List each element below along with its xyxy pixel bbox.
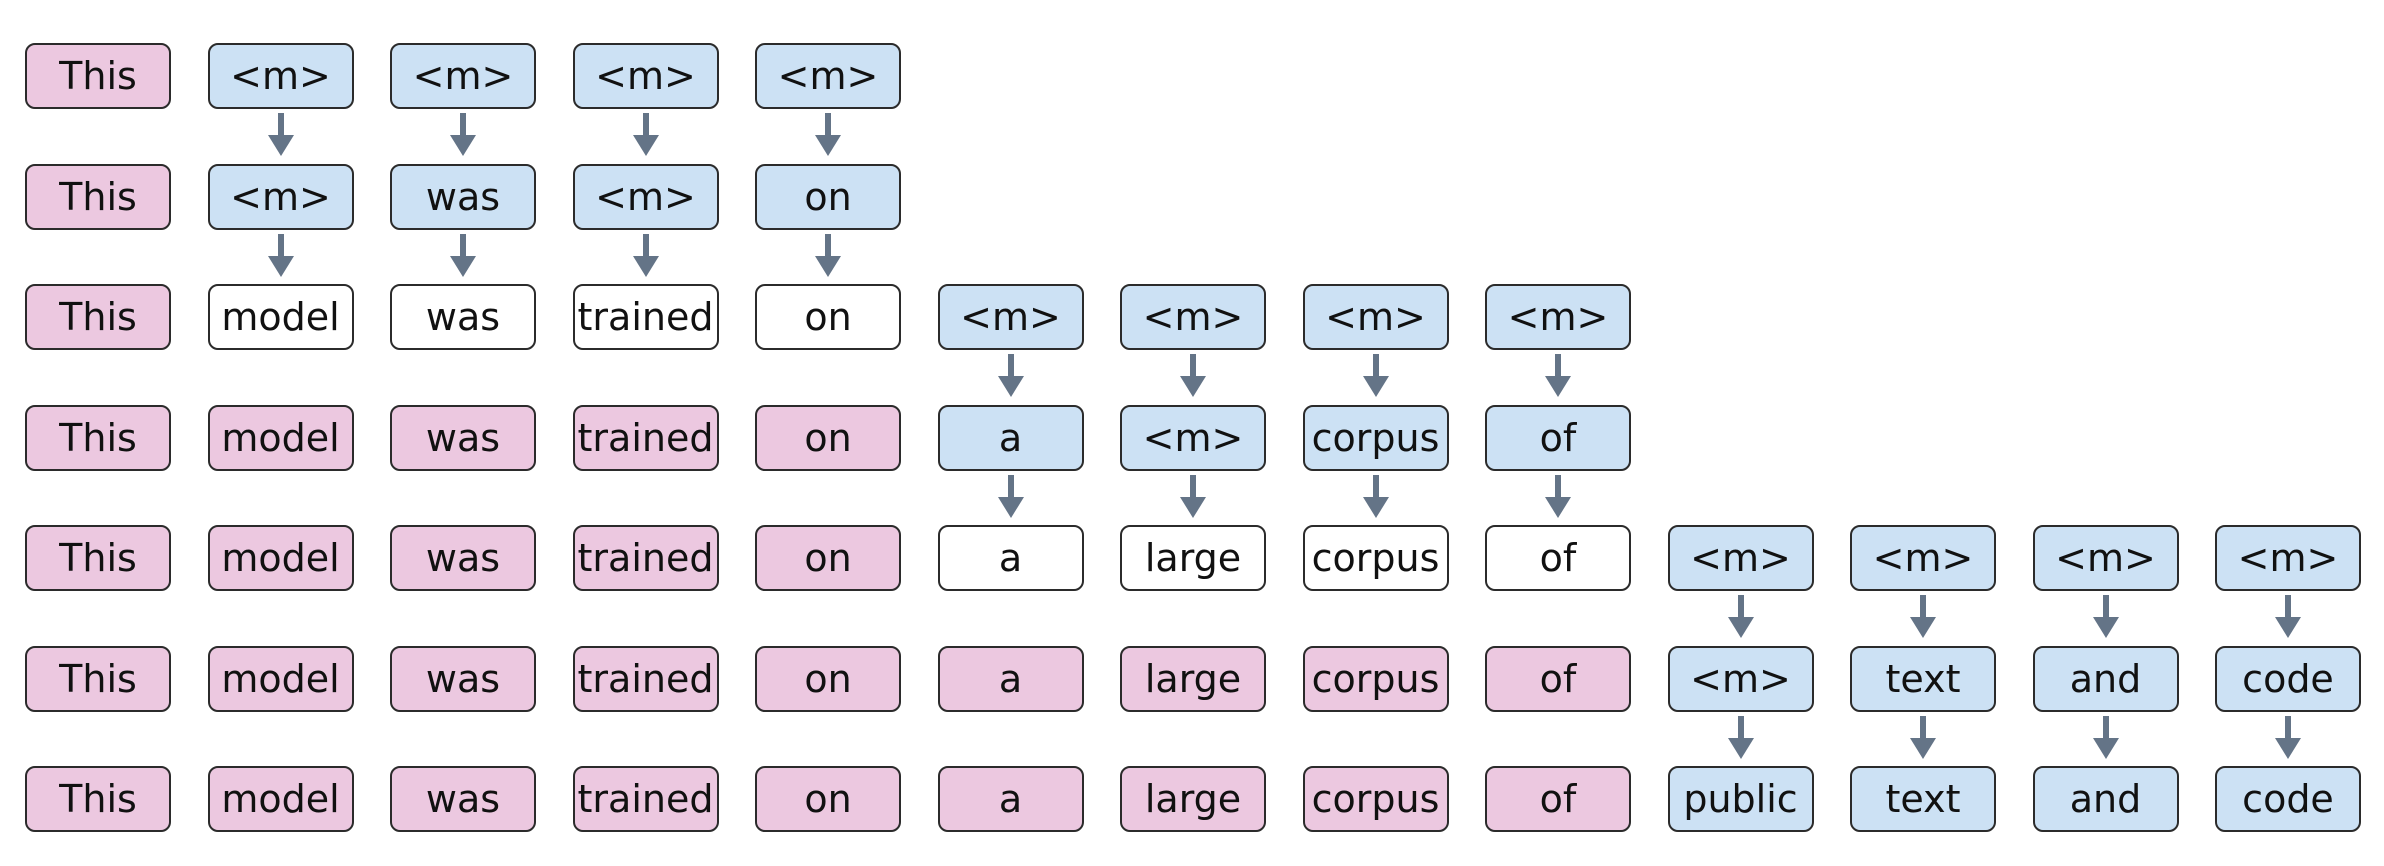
token-prompt-r6-c3: trained [572,766,719,832]
token-prompt-r5-c6: large [1120,645,1266,712]
token-prompt-r6-c1: model [207,766,354,832]
token-prompt-r3-c4: on [755,404,901,471]
down-arrow-icon [267,233,295,278]
down-arrow-icon [2092,595,2120,639]
token-masked-r5-c11: and [2032,645,2179,712]
token-masked-r5-c10: text [1850,645,1996,712]
token-prompt-r3-c3: trained [572,404,719,471]
token-prompt-r5-c8: of [1485,645,1631,712]
token-masked-r6-c12: code [2215,766,2361,832]
token-masked-r1-c2: was [390,163,536,230]
token-prompt-r3-c1: model [207,404,354,471]
token-fixed-r4-c8: of [1485,525,1631,591]
token-masked-r0-c4: <m> [755,43,901,109]
down-arrow-icon [1909,715,1937,760]
down-arrow-icon [997,474,1025,519]
token-prompt-r4-c4: on [755,525,901,591]
down-arrow-icon [449,113,477,157]
down-arrow-icon [1362,354,1390,398]
token-prompt-r6-c4: on [755,766,901,832]
token-masked-r0-c1: <m> [207,43,354,109]
token-prompt-r6-c5: a [937,766,1084,832]
token-fixed-r2-c2: was [390,284,536,350]
down-arrow-icon [632,113,660,157]
token-masked-r4-c9: <m> [1667,525,1814,591]
token-prompt-r6-c7: corpus [1302,766,1449,832]
token-fixed-r2-c4: on [755,284,901,350]
token-prompt-r6-c8: of [1485,766,1631,832]
down-arrow-icon [814,113,842,157]
token-prompt-r3-c0: This [25,404,171,471]
token-prompt-r4-c2: was [390,525,536,591]
token-masked-r4-c10: <m> [1850,525,1996,591]
token-masked-r2-c8: <m> [1485,284,1631,350]
token-masked-r0-c3: <m> [572,43,719,109]
token-fixed-r2-c3: trained [572,284,719,350]
token-masked-r5-c12: code [2215,645,2361,712]
token-prompt-r2-c0: This [25,284,171,350]
token-prompt-r5-c0: This [25,645,171,712]
down-arrow-icon [997,354,1025,398]
token-masked-r3-c5: a [937,404,1084,471]
token-masked-r3-c8: of [1485,404,1631,471]
token-prompt-r5-c4: on [755,645,901,712]
token-prompt-r4-c0: This [25,525,171,591]
token-masked-r4-c11: <m> [2032,525,2179,591]
token-masked-r1-c3: <m> [572,163,719,230]
token-masked-r6-c10: text [1850,766,1996,832]
token-masked-r2-c5: <m> [937,284,1084,350]
token-fixed-r4-c7: corpus [1302,525,1449,591]
token-prompt-r6-c0: This [25,766,171,832]
token-masked-r2-c7: <m> [1302,284,1449,350]
down-arrow-icon [1179,354,1207,398]
token-masked-r2-c6: <m> [1120,284,1266,350]
token-masked-r6-c11: and [2032,766,2179,832]
token-prompt-r0-c0: This [25,43,171,109]
token-prompt-r6-c6: large [1120,766,1266,832]
token-prompt-r4-c1: model [207,525,354,591]
down-arrow-icon [1544,354,1572,398]
token-prompt-r1-c0: This [25,163,171,230]
token-masked-r4-c12: <m> [2215,525,2361,591]
down-arrow-icon [449,233,477,278]
down-arrow-icon [1727,715,1755,760]
token-fixed-r2-c1: model [207,284,354,350]
down-arrow-icon [1909,595,1937,639]
down-arrow-icon [1179,474,1207,519]
down-arrow-icon [267,113,295,157]
token-prompt-r5-c2: was [390,645,536,712]
token-prompt-r6-c2: was [390,766,536,832]
token-prompt-r5-c1: model [207,645,354,712]
token-masked-r1-c4: on [755,163,901,230]
token-prompt-r5-c7: corpus [1302,645,1449,712]
down-arrow-icon [814,233,842,278]
token-fixed-r4-c6: large [1120,525,1266,591]
token-prompt-r5-c5: a [937,645,1084,712]
down-arrow-icon [2274,595,2302,639]
token-masked-r3-c7: corpus [1302,404,1449,471]
token-prompt-r4-c3: trained [572,525,719,591]
token-masked-r0-c2: <m> [390,43,536,109]
token-masked-r3-c6: <m> [1120,404,1266,471]
down-arrow-icon [1727,595,1755,639]
token-masked-r6-c9: public [1667,766,1814,832]
down-arrow-icon [2274,715,2302,760]
down-arrow-icon [1544,474,1572,519]
token-masked-r5-c9: <m> [1667,645,1814,712]
down-arrow-icon [1362,474,1390,519]
down-arrow-icon [632,233,660,278]
token-prompt-r5-c3: trained [572,645,719,712]
token-masked-r1-c1: <m> [207,163,354,230]
token-prompt-r3-c2: was [390,404,536,471]
token-fixed-r4-c5: a [937,525,1084,591]
down-arrow-icon [2092,715,2120,760]
